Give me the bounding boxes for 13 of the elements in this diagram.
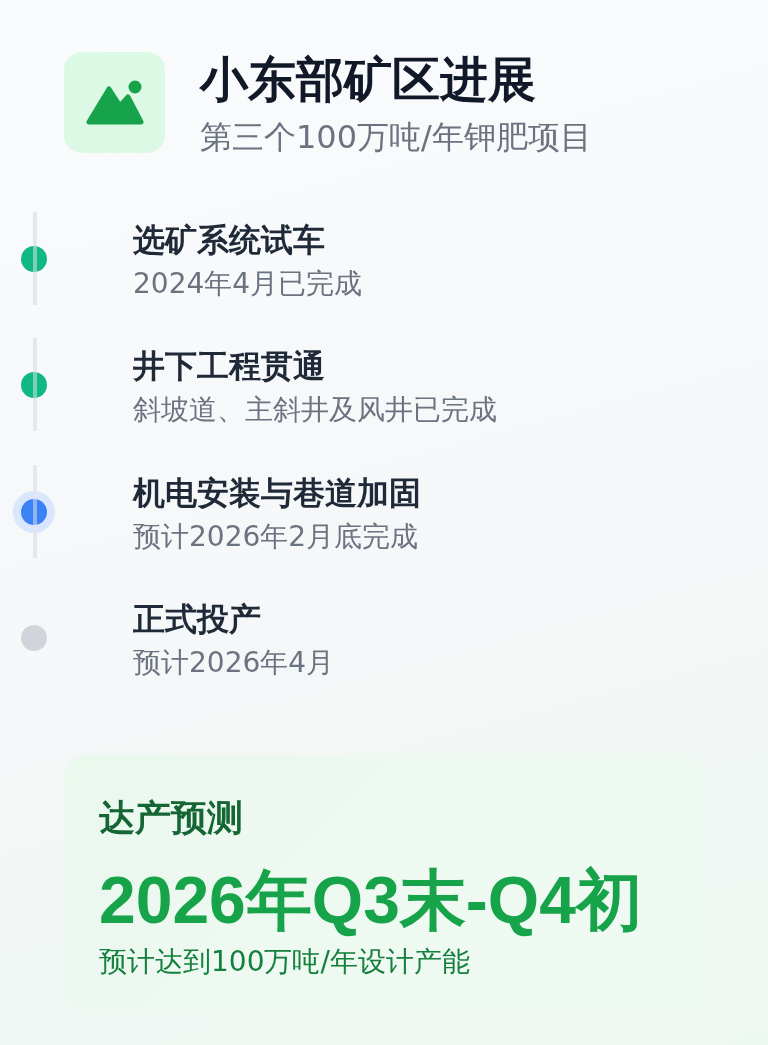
forecast-date: 2026年Q3末-Q4初 bbox=[99, 862, 642, 938]
milestone-title: 选矿系统试车 bbox=[133, 220, 325, 260]
subtitle: 第三个100万吨/年钾肥项目 bbox=[200, 117, 592, 157]
milestone-detail: 预计2026年2月底完成 bbox=[133, 519, 419, 555]
forecast-heading: 达产预测 bbox=[99, 796, 243, 840]
page-title: 小东部矿区进展 bbox=[200, 51, 536, 107]
milestone-title: 井下工程贯通 bbox=[133, 346, 325, 386]
milestone-detail: 斜坡道、主斜井及风井已完成 bbox=[133, 392, 497, 428]
milestone-title: 机电安装与巷道加固 bbox=[133, 473, 421, 513]
milestone-detail: 2024年4月已完成 bbox=[133, 266, 363, 302]
milestone-title: 正式投产 bbox=[133, 599, 261, 639]
milestone-detail: 预计2026年4月 bbox=[133, 645, 335, 681]
forecast-note: 预计达到100万吨/年设计产能 bbox=[99, 944, 470, 980]
